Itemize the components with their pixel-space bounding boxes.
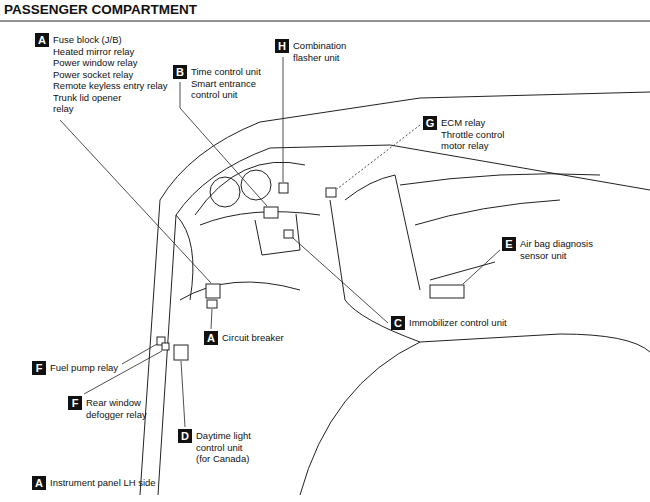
leader-line	[60, 120, 211, 283]
part-name: Combination flasher unit	[293, 40, 358, 63]
callout-letter: F	[32, 361, 46, 375]
title-rule	[0, 21, 650, 22]
gauge	[241, 170, 271, 200]
part-name: Power window relay	[53, 57, 168, 69]
part-name: Air bag diagnosis sensor unit	[520, 238, 605, 261]
callout-letter: D	[178, 429, 192, 443]
callout-letter: B	[173, 65, 187, 79]
console	[400, 174, 600, 185]
callout-letter: H	[275, 39, 289, 53]
callout-letter: A	[32, 476, 46, 490]
leader-lines	[60, 57, 500, 427]
center-stack	[395, 175, 420, 290]
defogger-relay	[162, 343, 169, 350]
a-pillar-outer	[140, 92, 650, 495]
center-stack-top	[345, 175, 395, 200]
air-bag-unit	[430, 285, 464, 298]
leader-line	[293, 238, 388, 323]
part-name: Daytime light control unit	[196, 430, 258, 453]
flasher-unit	[279, 183, 288, 193]
callout: B Time control unitSmart entrance control…	[173, 65, 266, 101]
part-name: Remote keyless entry relay	[53, 80, 168, 92]
part-name: (for Canada)	[196, 453, 258, 465]
page-title: PASSENGER COMPARTMENT	[4, 2, 197, 17]
callout: F Fuel pump relay	[32, 361, 119, 375]
console	[415, 200, 560, 225]
circuit-breaker	[207, 300, 217, 308]
callout-letter: C	[391, 316, 405, 330]
seat	[300, 334, 650, 495]
steering-column	[255, 214, 300, 255]
dash-side	[176, 215, 193, 300]
cluster-lower	[200, 212, 320, 225]
part-name: Power socket relay	[53, 69, 168, 81]
callout-letter: E	[502, 237, 516, 251]
part-name: ECM relay	[441, 117, 521, 129]
callout: G ECM relayThrottle control motor relay	[423, 116, 521, 152]
part-name: Fuel pump relay	[50, 362, 118, 374]
leader-line	[283, 57, 284, 182]
immobilizer-unit	[284, 230, 293, 238]
a-pillar-inner	[158, 145, 650, 495]
components	[157, 183, 464, 360]
callout: A Circuit breaker	[204, 331, 284, 345]
part-name: Rear window defogger relay	[86, 397, 151, 420]
part-name: Immobilizer control unit	[409, 317, 507, 329]
gauge	[210, 177, 240, 207]
illustration-lines	[0, 21, 650, 495]
part-name: Time control unit	[191, 66, 266, 78]
knee-panel	[180, 282, 300, 300]
center-stack	[330, 200, 345, 300]
part-name: Smart entrance control unit	[191, 78, 266, 101]
callout: D Daytime light control unit(for Canada)	[178, 429, 258, 465]
leader-line	[181, 361, 185, 427]
callout-letter: F	[68, 396, 82, 410]
leader-line	[337, 125, 420, 189]
time-control-unit	[264, 207, 278, 218]
callout-letter: A	[204, 331, 218, 345]
part-name: Throttle control motor relay	[441, 129, 521, 152]
leader-line	[180, 82, 267, 206]
callout-letter: G	[423, 116, 437, 130]
callout-letter: A	[35, 33, 49, 47]
cluster-hood	[195, 162, 305, 215]
callout: H Combination flasher unit	[275, 39, 358, 63]
leader-line	[463, 250, 500, 284]
part-name: Instrument panel LH side	[50, 477, 156, 489]
ecm-relay	[326, 188, 336, 197]
part-name: Circuit breaker	[222, 332, 284, 344]
leader-line	[211, 309, 212, 329]
callout: E Air bag diagnosis sensor unit	[502, 237, 605, 261]
fuse-block	[206, 284, 220, 298]
callout: C Immobilizer control unit	[391, 316, 507, 330]
callout: AFuse block (J/B)Heated mirror relayPowe…	[35, 33, 168, 115]
part-name: Trunk lid opener relay	[53, 92, 133, 115]
daytime-light-unit	[174, 345, 188, 360]
seat	[345, 300, 420, 342]
callout: F Rear window defogger relay	[68, 396, 151, 420]
callout: A Instrument panel LH side	[32, 476, 156, 490]
leader-line	[122, 344, 157, 364]
console	[430, 262, 495, 280]
part-name: Heated mirror relay	[53, 46, 168, 58]
part-name: Fuse block (J/B)	[53, 34, 168, 46]
